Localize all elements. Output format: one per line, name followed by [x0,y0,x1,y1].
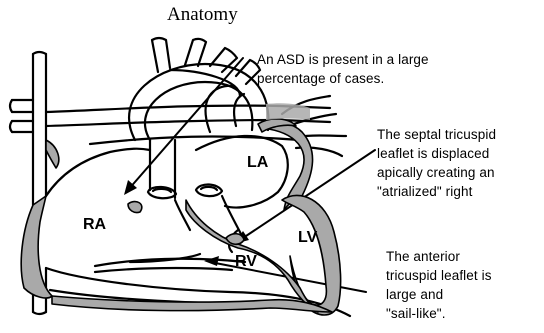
annotation-line: leaflet is displaced [377,144,496,163]
svc-knob [46,140,59,168]
anterior-leaflet-2 [95,268,232,272]
label-left-ventricle: LV [298,229,317,247]
annotation-line: tricuspid leaflet is [386,266,492,285]
annotation-line: The septal tricuspid [377,125,496,144]
ra-wall [21,196,52,298]
aortic-arch-inner [145,82,252,140]
rv-wall [52,296,332,312]
right-pulmonary-branch-1 [12,100,33,112]
annotation-line: "atrialized" right [377,182,496,201]
superior-vena-cava [33,54,46,205]
ivc-cap [33,312,46,314]
crista-knob [128,202,142,213]
septal-leaflet-bump [226,234,244,245]
pulmonary-artery-shadow [266,103,310,120]
diagram-title: Anatomy [167,4,238,26]
label-left-atrium: LA [247,154,268,172]
valve-ring-right-inner [201,187,217,190]
anterior-leaflet-arrowhead [204,256,219,266]
label-right-atrium: RA [83,216,106,234]
aortic-branch-1 [152,38,170,72]
annotation-line: large and [386,285,492,304]
label-right-ventricle: RV [235,253,257,271]
annotation-septal-leaflet: The septal tricuspid leaflet is displace… [377,125,496,201]
annotation-line: "sail-like". [386,304,492,323]
annotation-anterior-leaflet: The anterior tricuspid leaflet is large … [386,247,492,323]
svc-cap [33,52,46,54]
valve-ring-left-inner [153,189,171,192]
pulmonary-trunk [206,86,244,132]
annotation-line: The anterior [386,247,492,266]
aortic-branch-2 [185,39,206,66]
annotation-line: An ASD is present in a large [257,50,429,69]
right-pulmonary-caps [10,100,12,132]
annotation-line: percentage of cases. [257,69,429,88]
annotation-asd: An ASD is present in a large percentage … [257,50,429,88]
annotation-line: apically creating an [377,163,496,182]
right-pulmonary-branch-2 [12,121,33,132]
